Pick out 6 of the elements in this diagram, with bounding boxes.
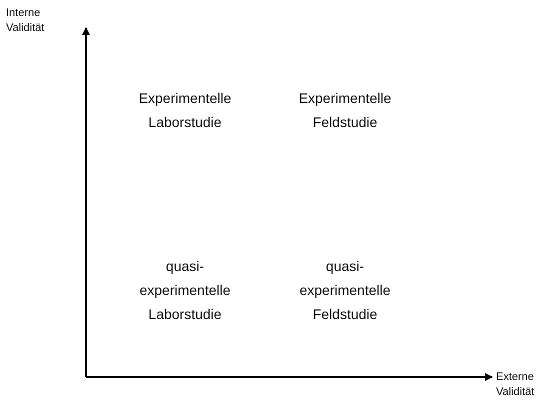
quadrant-label: Experimentelle Laborstudie: [138, 89, 232, 132]
quadrant-label: quasi-experimentelle Laborstudie: [138, 257, 232, 324]
quadrant-label: quasi-experimentelle Feldstudie: [298, 257, 392, 324]
axis-label: Externe Validität: [496, 370, 536, 400]
axis-label: Interne Validität: [6, 6, 46, 36]
quadrant-label: Experimentelle Feldstudie: [298, 89, 392, 132]
